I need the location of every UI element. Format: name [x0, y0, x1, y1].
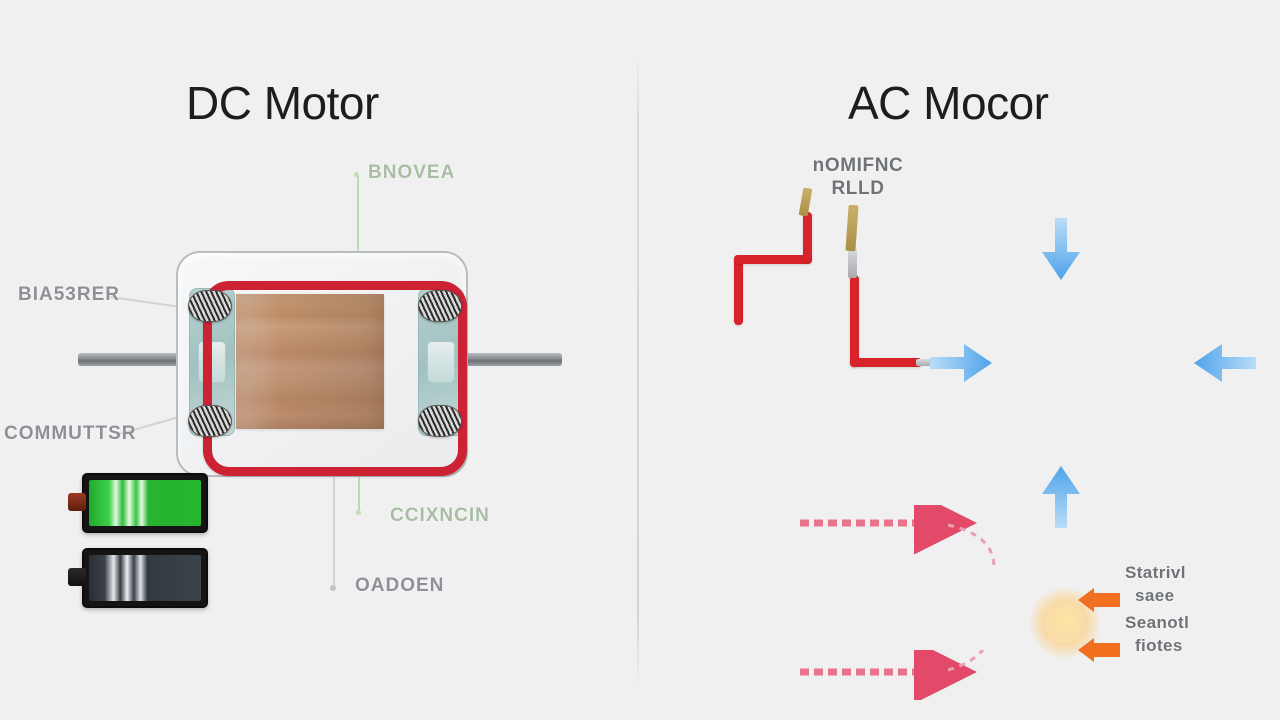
pointer-arrow-stator-icon [1078, 588, 1120, 612]
leader-dot-middle [356, 510, 361, 515]
dc-motor-panel: BNOVEA BIA53RER COMMUTTSR CCIXNCIN OADOE… [0, 0, 638, 720]
pointer-arrow-rotor-icon [1078, 638, 1120, 662]
field-arrow-right-icon [930, 344, 992, 382]
dc-coil-bottom-left [188, 405, 232, 437]
label-stator-line1: Statrivl [1125, 563, 1186, 582]
dc-armature-core [236, 294, 384, 429]
dc-coil-top-right [418, 290, 462, 322]
wire-connector-tip [916, 359, 938, 366]
label-dc-top: BNOVEA [368, 162, 456, 183]
label-rotating-field-line1: nOMIFNC [812, 155, 904, 176]
label-dc-brushes: BIA53RER [18, 284, 120, 305]
wire-riser-left [803, 212, 812, 262]
label-rotor-line2: fiotes [1135, 636, 1183, 655]
battery-fill-depleted [89, 555, 201, 601]
label-stator-line2: saee [1135, 586, 1175, 605]
flow-arrow-top-icon [798, 505, 1048, 565]
bracket-inner-left [198, 341, 226, 383]
ac-motor-panel: nOMIFNC RLLD Statrivl saee Seanotl fiote… [638, 0, 1280, 720]
dc-shaft-left [78, 353, 208, 366]
leader-dot-bottom [330, 585, 336, 591]
dc-coil-bottom-right [418, 405, 462, 437]
field-arrow-left-icon [1194, 344, 1256, 382]
leader-dot-armature-top [354, 172, 359, 177]
wire-vertical-left [734, 255, 743, 325]
dc-red-wire-loop [203, 281, 467, 476]
page-title-ac-motor: AC Mocor [848, 77, 1049, 129]
battery-depleted [68, 548, 208, 608]
leader-line-bottom [333, 465, 335, 585]
battery-fill-charged [89, 480, 201, 526]
wire-vertical-right [850, 275, 859, 367]
wire-tip-right [845, 204, 859, 252]
wire-sleeve-right [848, 248, 857, 278]
leader-line-armature [357, 176, 359, 296]
page-title-dc-motor: DC Motor [186, 77, 379, 129]
battery-terminal-depleted [68, 568, 86, 586]
wire-horizontal-right [850, 358, 922, 367]
bracket-inner-right [427, 341, 455, 383]
battery-charged [68, 473, 208, 533]
leader-line-middle [358, 452, 360, 510]
label-rotor-line1: Seanotl [1125, 613, 1190, 632]
label-dc-commutator: COMMUTTSR [4, 423, 137, 444]
label-dc-middle: CCIXNCIN [390, 505, 490, 526]
label-rotating-field-line2: RLLD [831, 178, 885, 199]
flow-arrow-bottom-icon [798, 650, 1048, 700]
field-arrow-up-icon [1042, 466, 1080, 528]
label-dc-bottom: OADOEN [355, 575, 445, 596]
panel-divider [637, 52, 639, 690]
battery-terminal-charged [68, 493, 86, 511]
dc-coil-top-left [188, 290, 232, 322]
field-arrow-down-icon [1042, 218, 1080, 280]
wire-horizontal-left [734, 255, 812, 264]
